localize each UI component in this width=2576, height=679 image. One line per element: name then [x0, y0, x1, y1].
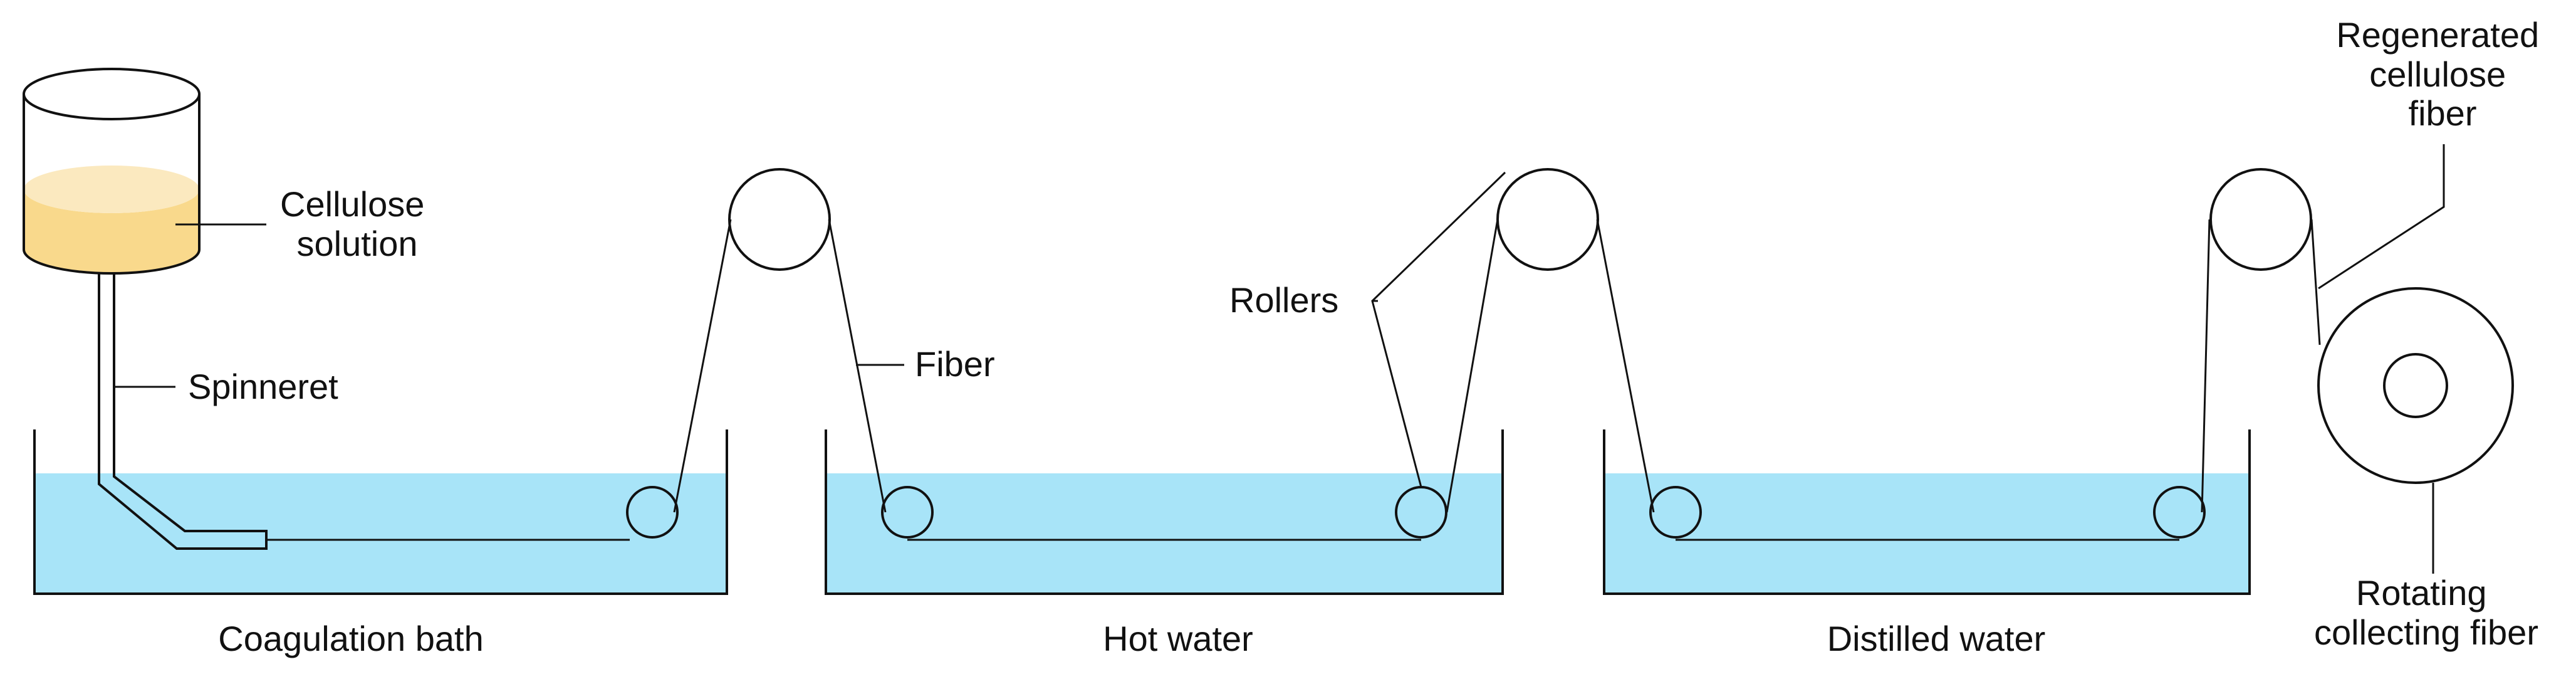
roller-distilled-right	[2153, 486, 2206, 539]
container-rim	[23, 68, 201, 120]
hot-water-bath-tank	[825, 429, 1504, 595]
label-line: solution	[296, 224, 417, 263]
leader-regenerated-fiber	[2318, 144, 2445, 290]
label-line: collecting fiber	[2314, 613, 2538, 652]
container-liquid	[24, 189, 199, 273]
cellulose-solution-container	[23, 68, 201, 275]
label-hot-water: Hot water	[1103, 619, 1253, 658]
collecting-drum	[2317, 287, 2514, 484]
roller-hot-water-left	[881, 486, 934, 539]
roller-top-1	[728, 168, 831, 271]
label-fiber: Fiber	[915, 344, 995, 384]
label-cellulose-solution: Cellulose solution	[280, 184, 434, 263]
roller-coagulation-submerged	[626, 486, 679, 539]
fiber-line	[2201, 219, 2211, 513]
roller-top-3	[2209, 168, 2312, 271]
label-line: Rotating	[2356, 573, 2487, 613]
collecting-drum-hub	[2383, 353, 2448, 418]
label-line: fiber	[2409, 93, 2477, 133]
label-coagulation-bath: Coagulation bath	[218, 619, 483, 658]
fiber-line	[1446, 219, 1499, 513]
fiber-line	[673, 219, 732, 513]
label-line: Regenerated	[2336, 15, 2539, 55]
coagulation-bath-tank	[33, 429, 728, 595]
label-rollers: Rollers	[1229, 280, 1338, 320]
coagulation-bath-water	[34, 473, 727, 594]
label-distilled-water: Distilled water	[1827, 619, 2046, 658]
label-spinneret: Spinneret	[188, 367, 338, 406]
label-line: Cellulose	[280, 184, 424, 224]
label-rotating-collecting-fiber: Rotating collecting fiber	[2314, 573, 2538, 652]
container-liquid-surface	[24, 166, 199, 213]
fiber-line	[1596, 219, 1655, 513]
fiber-line	[2310, 219, 2321, 345]
distilled-water-bath-tank	[1603, 429, 2251, 595]
hot-water-bath-water	[826, 473, 1503, 594]
distilled-water-bath-water	[1604, 473, 2250, 594]
roller-top-2	[1496, 168, 1599, 271]
label-regenerated-cellulose-fiber: Regenerated cellulose fiber	[2336, 15, 2548, 133]
container-body	[23, 94, 201, 275]
leader-rollers	[1371, 171, 1506, 488]
roller-distilled-left	[1649, 486, 1702, 539]
label-line: cellulose	[2369, 55, 2506, 94]
